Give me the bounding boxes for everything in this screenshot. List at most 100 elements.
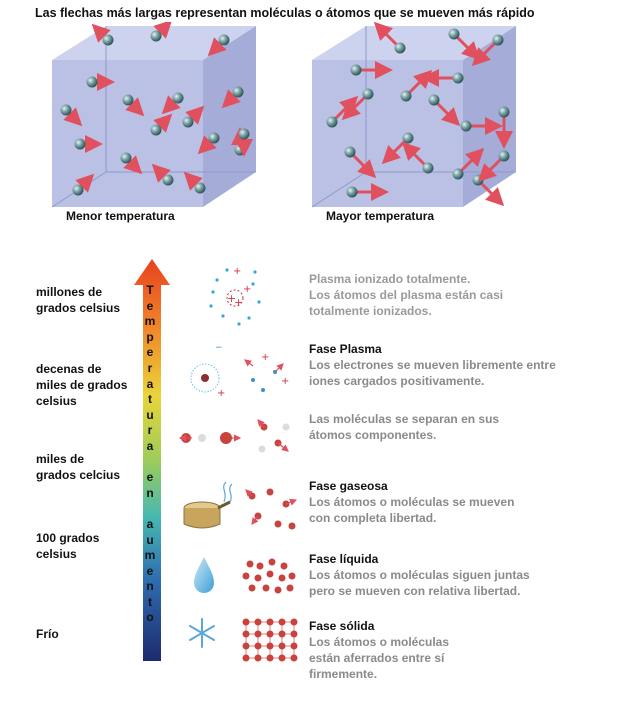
axis-letter: m xyxy=(144,314,156,329)
cube-high-label: Mayor temperatura xyxy=(326,209,435,223)
velocity-arrow xyxy=(373,22,402,50)
phase-description: Las moléculas se separan en sus átomos c… xyxy=(309,412,500,442)
particle xyxy=(194,182,206,194)
phase-description: Los átomos o moléculas están aferrados e… xyxy=(309,635,450,681)
cube-low-temperature xyxy=(51,22,256,208)
svg-text:+: + xyxy=(233,266,241,277)
liquid-icon xyxy=(242,558,296,594)
particle xyxy=(400,90,412,102)
velocity-arrow xyxy=(348,150,377,179)
axis-letter: T xyxy=(146,283,154,297)
phase-title: Fase Plasma xyxy=(309,342,382,356)
drop-icon xyxy=(194,557,214,593)
boiling-pot-icon xyxy=(183,481,233,529)
phase-description: Los electrones se mueven libremente entr… xyxy=(309,358,556,388)
solid-icon xyxy=(242,618,298,662)
axis-letter: t xyxy=(148,594,152,609)
axis-letter: e xyxy=(146,470,154,485)
axis-letter: e xyxy=(146,298,154,313)
particle xyxy=(150,124,162,136)
axis-letter: e xyxy=(146,563,154,578)
axis-letter: r xyxy=(147,360,153,375)
temp-level-cold: Frío xyxy=(36,627,59,641)
phase-title: Fase líquida xyxy=(309,552,379,566)
velocity-arrow xyxy=(432,98,461,127)
phase-title: Fase sólida xyxy=(309,619,375,633)
particle xyxy=(122,94,134,106)
velocity-arrow xyxy=(404,69,433,98)
axis-letter: e xyxy=(146,345,154,360)
phase-description: Los átomos o moléculas siguen juntas per… xyxy=(309,568,530,598)
phase-description: Los átomos o moléculas se mueven con com… xyxy=(309,495,515,525)
temperature-arrow xyxy=(134,259,170,661)
particle xyxy=(120,152,132,164)
velocity-arrow xyxy=(401,141,430,170)
axis-letter: u xyxy=(146,532,154,547)
particle xyxy=(452,72,464,84)
particle xyxy=(326,116,338,128)
svg-text:−: − xyxy=(215,343,223,353)
axis-letter-space xyxy=(142,455,158,471)
particle xyxy=(460,120,472,132)
axis-letter: a xyxy=(146,376,154,391)
cube-low-label: Menor temperatura xyxy=(66,209,175,223)
axis-letter: m xyxy=(144,548,156,563)
particle xyxy=(208,132,220,144)
particle xyxy=(238,128,250,140)
particle xyxy=(232,86,244,98)
particle xyxy=(394,42,406,54)
axis-letter: r xyxy=(147,423,153,438)
particle xyxy=(492,34,504,46)
velocity-arrow xyxy=(330,95,359,124)
svg-text:+: + xyxy=(234,296,243,309)
axis-letter: n xyxy=(146,485,154,500)
particle xyxy=(346,186,358,198)
svg-text:+: + xyxy=(217,388,225,399)
phase-liquid: Fase líquida Los átomos o moléculas sigu… xyxy=(309,551,609,599)
particle xyxy=(402,132,414,144)
phase-solid: Fase sólida Los átomos o moléculas están… xyxy=(309,618,609,682)
particle xyxy=(86,76,98,88)
axis-letter: a xyxy=(146,516,154,531)
axis-letter: n xyxy=(146,579,154,594)
particle xyxy=(344,146,356,158)
axis-letter: o xyxy=(146,610,154,625)
particle xyxy=(452,168,464,180)
particle xyxy=(362,88,374,100)
axis-letter: t xyxy=(148,392,152,407)
velocity-arrow xyxy=(471,38,500,67)
particle xyxy=(102,34,114,46)
particle xyxy=(162,174,174,186)
phase-dissociation: Las moléculas se separan en sus átomos c… xyxy=(309,411,609,443)
plasma-icon: − + + + xyxy=(190,343,289,399)
velocity-arrow xyxy=(477,154,506,183)
particle xyxy=(218,34,230,46)
temp-level-millions: millones de grados celsius xyxy=(36,285,121,315)
cube-high-temperature xyxy=(311,22,516,208)
particle xyxy=(172,92,184,104)
dissociation-icon xyxy=(178,419,290,453)
temp-level-100: 100 grados celsius xyxy=(36,531,100,561)
diagram-caption: Las flechas más largas representan moléc… xyxy=(35,6,535,20)
phase-description: Plasma ionizado totalmente. Los átomos d… xyxy=(309,272,504,318)
particle xyxy=(150,30,162,42)
phase-ionized-plasma: Plasma ionizado totalmente. Los átomos d… xyxy=(309,271,609,319)
temp-level-tens-of-thousands: decenas de miles de grados celsius xyxy=(36,362,128,408)
snowflake-icon xyxy=(189,618,215,648)
phase-title: Fase gaseosa xyxy=(309,479,388,493)
particle xyxy=(498,150,510,162)
phase-gas: Fase gaseosa Los átomos o moléculas se m… xyxy=(309,478,609,526)
svg-text:+: + xyxy=(281,376,289,387)
svg-text:+: + xyxy=(227,292,236,305)
particle xyxy=(422,162,434,174)
particle xyxy=(74,138,86,150)
axis-letter: u xyxy=(146,407,154,422)
particle xyxy=(448,28,460,40)
svg-text:+: + xyxy=(261,352,269,363)
particle xyxy=(498,106,510,118)
phase-plasma: Fase Plasma Los electrones se mueven lib… xyxy=(309,341,609,389)
particle xyxy=(182,116,194,128)
gas-icon xyxy=(245,488,298,530)
velocity-arrow xyxy=(476,178,505,207)
